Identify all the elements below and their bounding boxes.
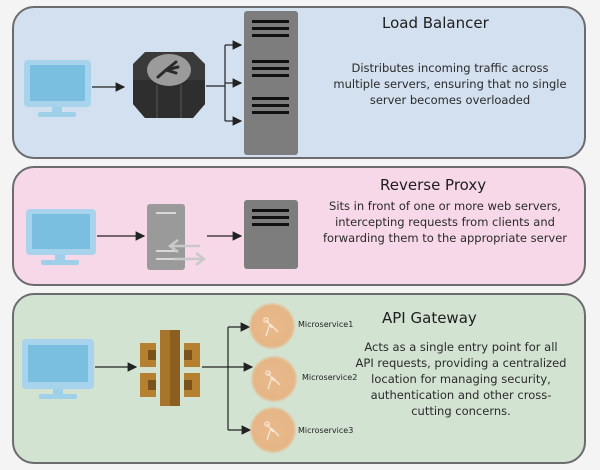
load-balancer-panel: Load Balancer Distributes incoming traff… — [12, 6, 586, 159]
microservice-2: Microservice2 — [250, 355, 357, 403]
reverse-proxy-panel: Reverse Proxy Sits in front of one or mo… — [12, 166, 586, 286]
api-gateway-panel: API Gateway Acts as a single entry point… — [12, 293, 586, 464]
arrows-lb-to-servers — [206, 40, 243, 126]
microservice-3: Microservice3 — [249, 406, 353, 454]
microservice-1-label: Microservice1 — [298, 320, 353, 329]
reverse-proxy-description: Sits in front of one or more web servers… — [322, 199, 568, 245]
octagon-hub-icon — [133, 52, 205, 118]
arrows-gateway-to-microservices — [202, 322, 254, 435]
load-balancer-title: Load Balancer — [382, 14, 489, 32]
microservice-1: Microservice1 — [248, 302, 353, 350]
reverse-proxy-title: Reverse Proxy — [380, 176, 487, 194]
server-rack-icon — [244, 200, 298, 269]
monitor-icon — [24, 60, 91, 117]
load-balancer-description: Distributes incoming traffic across mult… — [333, 61, 567, 107]
api-gateway-description: Acts as a single entry point for all API… — [355, 340, 567, 418]
monitor-icon — [26, 209, 96, 265]
monitor-icon — [22, 339, 94, 399]
microservice-2-label: Microservice2 — [302, 373, 357, 382]
server-rack-icon — [244, 11, 298, 155]
proxy-server-icon — [147, 204, 207, 270]
microservice-3-label: Microservice3 — [298, 426, 353, 435]
api-gateway-title: API Gateway — [382, 309, 477, 327]
api-gateway-icon — [140, 330, 200, 406]
